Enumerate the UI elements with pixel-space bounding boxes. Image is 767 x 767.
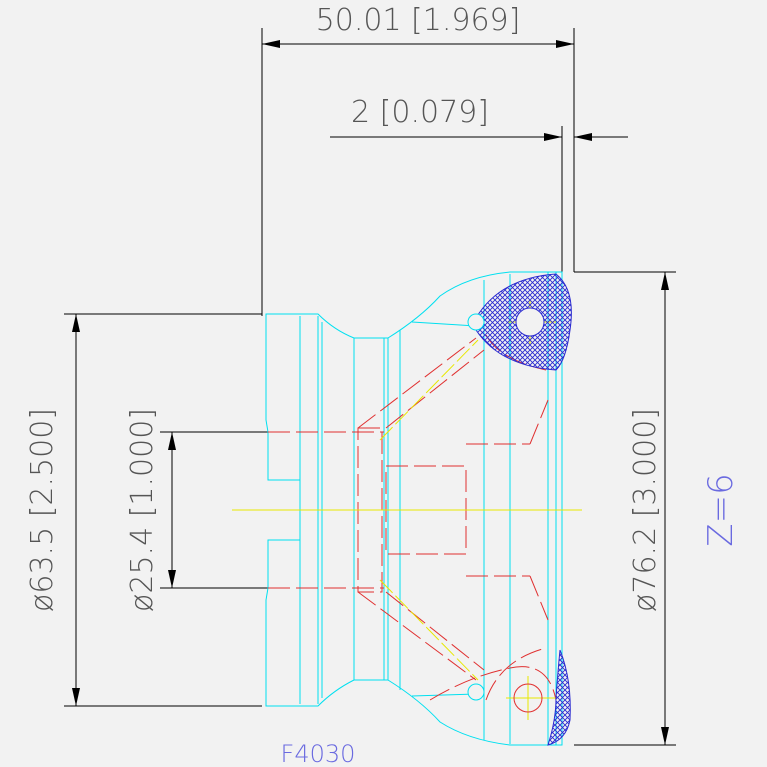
- insert-count-label: Z=6: [701, 473, 741, 546]
- dimension-shank-diameter: ø63.5 [2.500]: [25, 408, 60, 612]
- dimension-lines: [64, 28, 676, 746]
- dimension-cutting-diameter: ø76.2 [3.000]: [628, 408, 663, 612]
- part-number-label: F4030: [281, 740, 356, 767]
- dimension-bore-diameter: ø25.4 [1.000]: [125, 408, 160, 612]
- insert-bottom: [467, 649, 571, 746]
- dimension-insert-offset: 2 [0.079]: [351, 95, 489, 130]
- hidden-lines: [268, 334, 557, 701]
- insert-top: [467, 273, 572, 371]
- dimension-overall-length: 50.01 [1.969]: [316, 3, 521, 38]
